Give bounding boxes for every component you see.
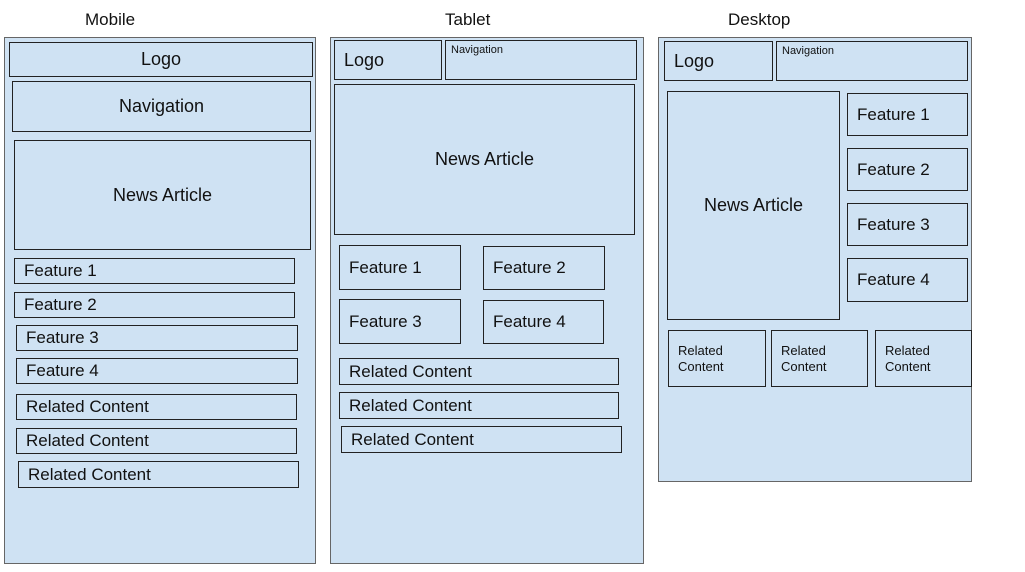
mobile-related-2: Related Content [16, 428, 297, 454]
desktop-related-1: Related Content [668, 330, 766, 387]
mobile-feature-2: Feature 2 [14, 292, 295, 318]
mobile-feature-4: Feature 4 [16, 358, 298, 384]
desktop-feature-2: Feature 2 [847, 148, 968, 191]
mobile-feature-3: Feature 3 [16, 325, 298, 351]
desktop-related-2: Related Content [771, 330, 868, 387]
mobile-navigation: Navigation [12, 81, 311, 132]
tablet-feature-3: Feature 3 [339, 299, 461, 344]
mobile-logo: Logo [9, 42, 313, 77]
mobile-title: Mobile [85, 10, 136, 29]
tablet-title: Tablet [445, 10, 491, 29]
desktop-feature-1: Feature 1 [847, 93, 968, 136]
mobile-feature-1: Feature 1 [14, 258, 295, 284]
tablet-feature-2: Feature 2 [483, 246, 605, 290]
desktop-logo: Logo [664, 41, 773, 81]
mobile-related-1: Related Content [16, 394, 297, 420]
tablet-related-1: Related Content [339, 358, 619, 385]
tablet-logo: Logo [334, 40, 442, 80]
desktop-navigation: Navigation [776, 41, 968, 81]
tablet-related-2: Related Content [339, 392, 619, 419]
desktop-title: Desktop [728, 10, 791, 29]
tablet-feature-1: Feature 1 [339, 245, 461, 290]
desktop-related-3: Related Content [875, 330, 972, 387]
tablet-related-3: Related Content [341, 426, 622, 453]
desktop-feature-3: Feature 3 [847, 203, 968, 246]
desktop-news-article: News Article [667, 91, 840, 320]
tablet-navigation: Navigation [445, 40, 637, 80]
mobile-news-article: News Article [14, 140, 311, 250]
desktop-feature-4: Feature 4 [847, 258, 968, 302]
tablet-news-article: News Article [334, 84, 635, 235]
mobile-related-3: Related Content [18, 461, 299, 488]
tablet-feature-4: Feature 4 [483, 300, 604, 344]
